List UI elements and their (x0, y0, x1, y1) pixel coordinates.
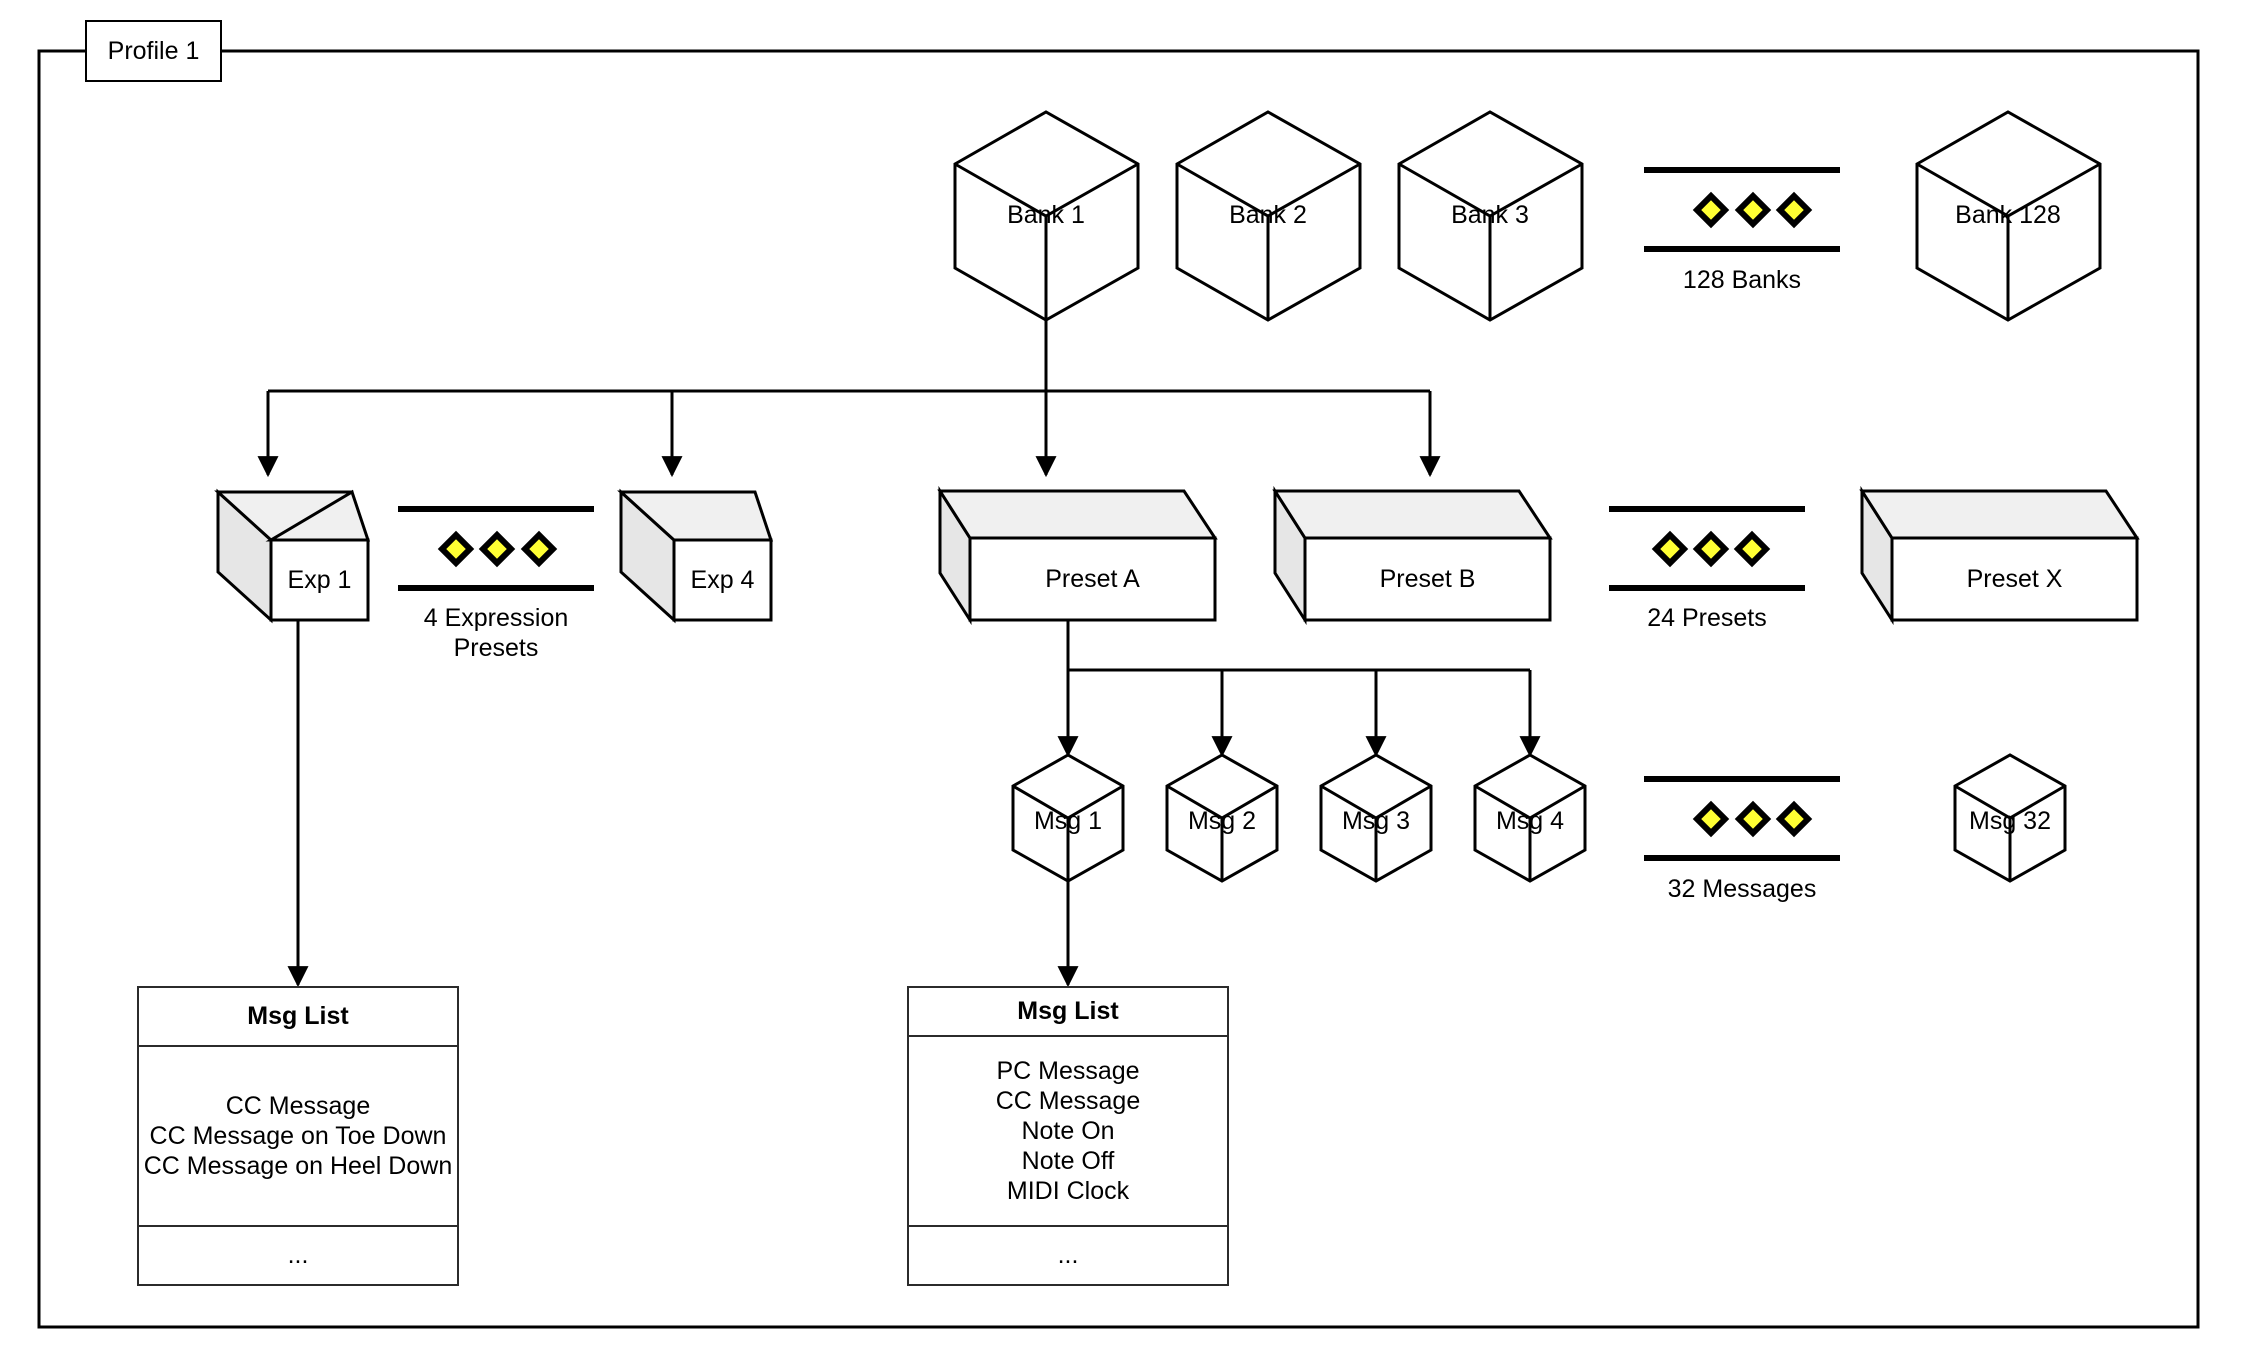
expression-cube-1[interactable] (214, 488, 371, 624)
presets-ellipsis-marker (1609, 506, 1805, 591)
ellipsis-diamond-icon (1692, 800, 1813, 838)
list-item: Note Off (1021, 1147, 1115, 1175)
ellipsis-diamond-icon (437, 530, 558, 568)
message-cube-2[interactable] (1165, 753, 1279, 883)
profile-container-border (37, 49, 2200, 1329)
list-item: CC Message on Heel Down (143, 1152, 453, 1180)
ellipsis-diamond-icon (1651, 530, 1771, 568)
bank-cube-128[interactable] (1915, 110, 2102, 322)
messages-ellipsis-marker (1644, 776, 1840, 861)
message-cube-4[interactable] (1473, 753, 1587, 883)
bank-cube-2[interactable] (1175, 110, 1362, 322)
msg-list-expression[interactable]: Msg List CC Message CC Message on Toe Do… (137, 986, 459, 1286)
preset-cuboid-b[interactable] (1272, 485, 1553, 626)
msg-list-preset-header: Msg List (909, 988, 1227, 1037)
list-item: CC Message (995, 1087, 1141, 1115)
msg-list-expression-body: CC Message CC Message on Toe Down CC Mes… (139, 1047, 457, 1227)
expression-ellipsis-marker (398, 506, 594, 591)
profile-label-box[interactable]: Profile 1 (85, 20, 222, 82)
message-cube-3[interactable] (1319, 753, 1433, 883)
banks-ellipsis-marker (1644, 167, 1840, 252)
bank-cube-3[interactable] (1397, 110, 1584, 322)
list-item: PC Message (996, 1057, 1140, 1085)
profile-title: Profile 1 (107, 36, 200, 65)
list-item: Note On (1021, 1117, 1115, 1145)
preset-cuboid-a[interactable] (937, 485, 1218, 626)
expression-cube-4[interactable] (617, 488, 774, 624)
bank-cube-1[interactable] (953, 110, 1140, 322)
list-item: CC Message (225, 1092, 371, 1120)
list-item: MIDI Clock (1006, 1177, 1130, 1205)
message-cube-1[interactable] (1011, 753, 1125, 883)
msg-list-expression-header: Msg List (139, 988, 457, 1047)
bank1-to-children-connectors (257, 320, 1441, 478)
ellipsis-diamond-icon (1692, 191, 1813, 229)
preset-cuboid-x[interactable] (1859, 485, 2140, 626)
msg-list-preset[interactable]: Msg List PC Message CC Message Note On N… (907, 986, 1229, 1286)
preseta-to-messages-connectors (1057, 620, 1541, 758)
list-item: CC Message on Toe Down (149, 1122, 447, 1150)
msg-list-preset-body: PC Message CC Message Note On Note Off M… (909, 1037, 1227, 1227)
msg-list-preset-footer: ... (1057, 1241, 1079, 1269)
message-cube-32[interactable] (1953, 753, 2067, 883)
msg-list-expression-footer: ... (287, 1241, 309, 1269)
